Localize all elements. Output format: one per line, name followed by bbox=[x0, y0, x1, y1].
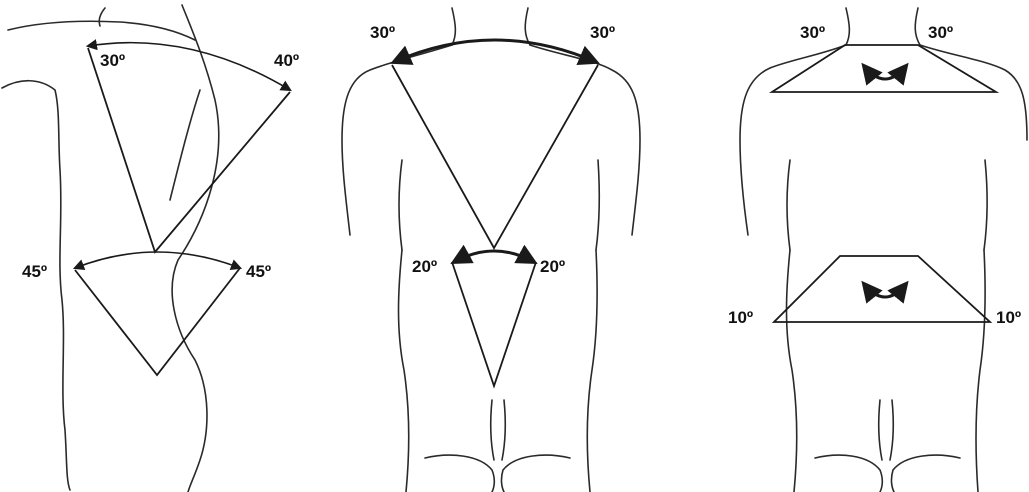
back-rotation-upper-left-angle-label: 30º bbox=[800, 23, 825, 42]
back-rotation-upper-trapezoid bbox=[772, 45, 996, 92]
back-flexion-upper-sector bbox=[392, 40, 598, 248]
back-rotation-lower-left-angle-label: 10º bbox=[728, 308, 753, 327]
back-rotation-lower-trapezoid bbox=[774, 256, 990, 322]
side-upper-right-angle-label: 40º bbox=[274, 51, 299, 70]
side-upper-sector bbox=[88, 43, 290, 252]
back-flexion-lower-sector bbox=[452, 251, 536, 386]
back-flexion-upper-left-angle-label: 30º bbox=[370, 23, 395, 42]
panel-back-rotation: 30º 30º 10º 10º bbox=[728, 8, 1027, 492]
back-rotation-lower-right-angle-label: 10º bbox=[996, 308, 1021, 327]
back-rotation-upper-right-angle-label: 30º bbox=[928, 23, 953, 42]
side-lower-right-angle-label: 45º bbox=[246, 262, 271, 281]
back-flexion-lower-right-angle-label: 20º bbox=[540, 257, 565, 276]
side-body-outline bbox=[2, 5, 219, 492]
panel-side-view: 30º 40º 45º 45º bbox=[2, 5, 299, 492]
side-lower-left-angle-label: 45º bbox=[22, 262, 47, 281]
back-rotation-body-outline bbox=[740, 8, 1027, 492]
back-flexion-lower-left-angle-label: 20º bbox=[412, 257, 437, 276]
back-flexion-upper-right-angle-label: 30º bbox=[590, 23, 615, 42]
panel-back-flexion: 30º 30º 20º 20º bbox=[342, 8, 640, 492]
side-lower-sector bbox=[75, 252, 240, 375]
side-upper-left-angle-label: 30º bbox=[100, 51, 125, 70]
